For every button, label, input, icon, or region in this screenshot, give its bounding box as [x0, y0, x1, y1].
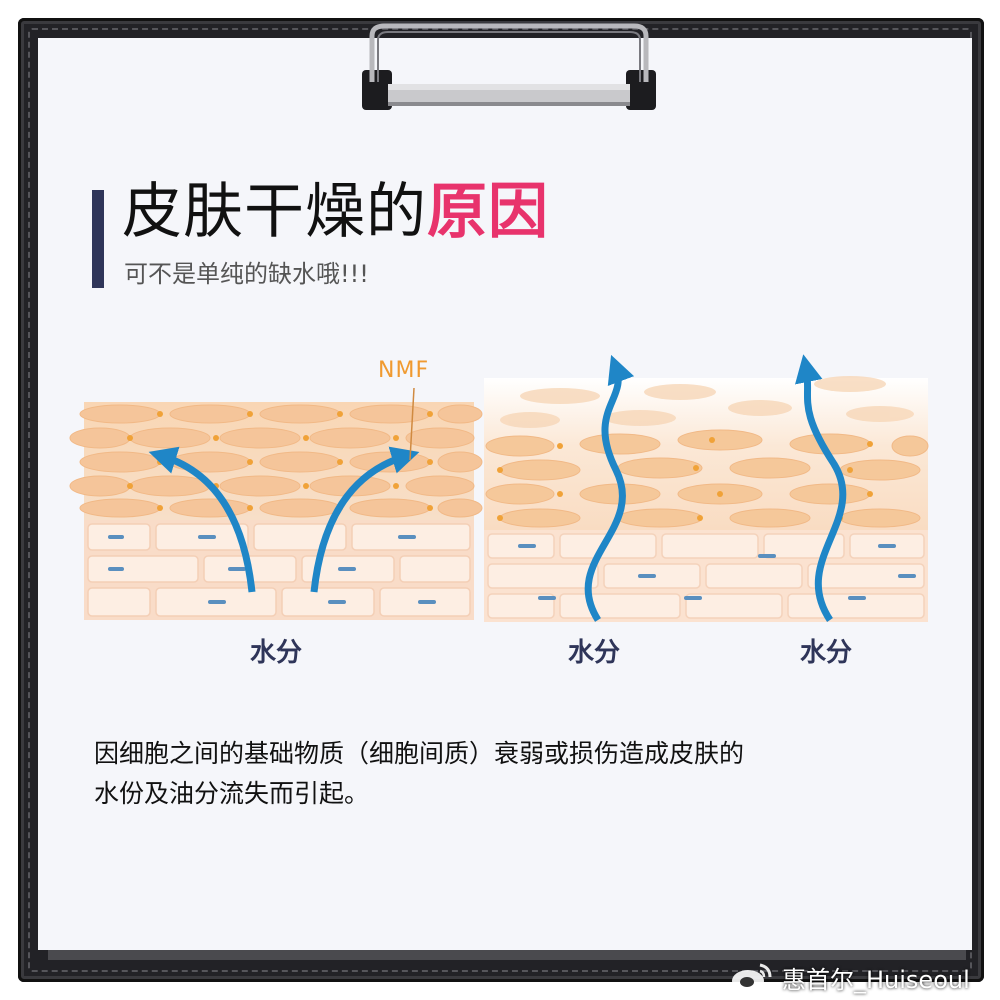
title-accent: 原因	[427, 177, 549, 247]
nmf-pointer	[409, 387, 415, 461]
title-accent-bar	[92, 190, 104, 288]
water-escape-arrow-1	[584, 354, 635, 622]
paper-stack-edge	[48, 950, 966, 960]
healthy-cell-rows	[69, 404, 483, 518]
water-label-damaged-2: 水分	[800, 638, 853, 668]
description-line-2: 水份及油分流失而引起。	[94, 779, 370, 808]
damaged-cell-rows	[485, 376, 929, 528]
description-text: 因细胞之间的基础物质（细胞间质）衰弱或损伤造成皮肤的水份及油分流失而引起。	[94, 734, 894, 814]
page-title: 皮肤干燥的原因	[122, 172, 549, 252]
water-arrow-left	[148, 446, 256, 593]
weibo-icon	[732, 963, 772, 992]
title-main: 皮肤干燥的	[122, 177, 427, 247]
page-subtitle: 可不是单纯的缺水哦!!!	[124, 260, 369, 288]
watermark: 惠首尔_Huiseoul	[730, 958, 970, 996]
nmf-label: NMF	[378, 358, 430, 383]
clipboard-clip-icon	[362, 23, 656, 110]
water-label-healthy: 水分	[250, 638, 303, 668]
damaged-base-layer	[487, 533, 925, 619]
water-escape-arrow-2	[795, 354, 847, 622]
water-arrow-right	[310, 446, 420, 593]
watermark-text: 惠首尔_Huiseoul	[782, 965, 970, 994]
damaged-skin-panel	[484, 354, 929, 622]
healthy-skin-panel	[69, 387, 483, 620]
description-line-1: 因细胞之间的基础物质（细胞间质）衰弱或损伤造成皮肤的	[94, 739, 745, 768]
water-label-damaged-1: 水分	[568, 638, 621, 668]
